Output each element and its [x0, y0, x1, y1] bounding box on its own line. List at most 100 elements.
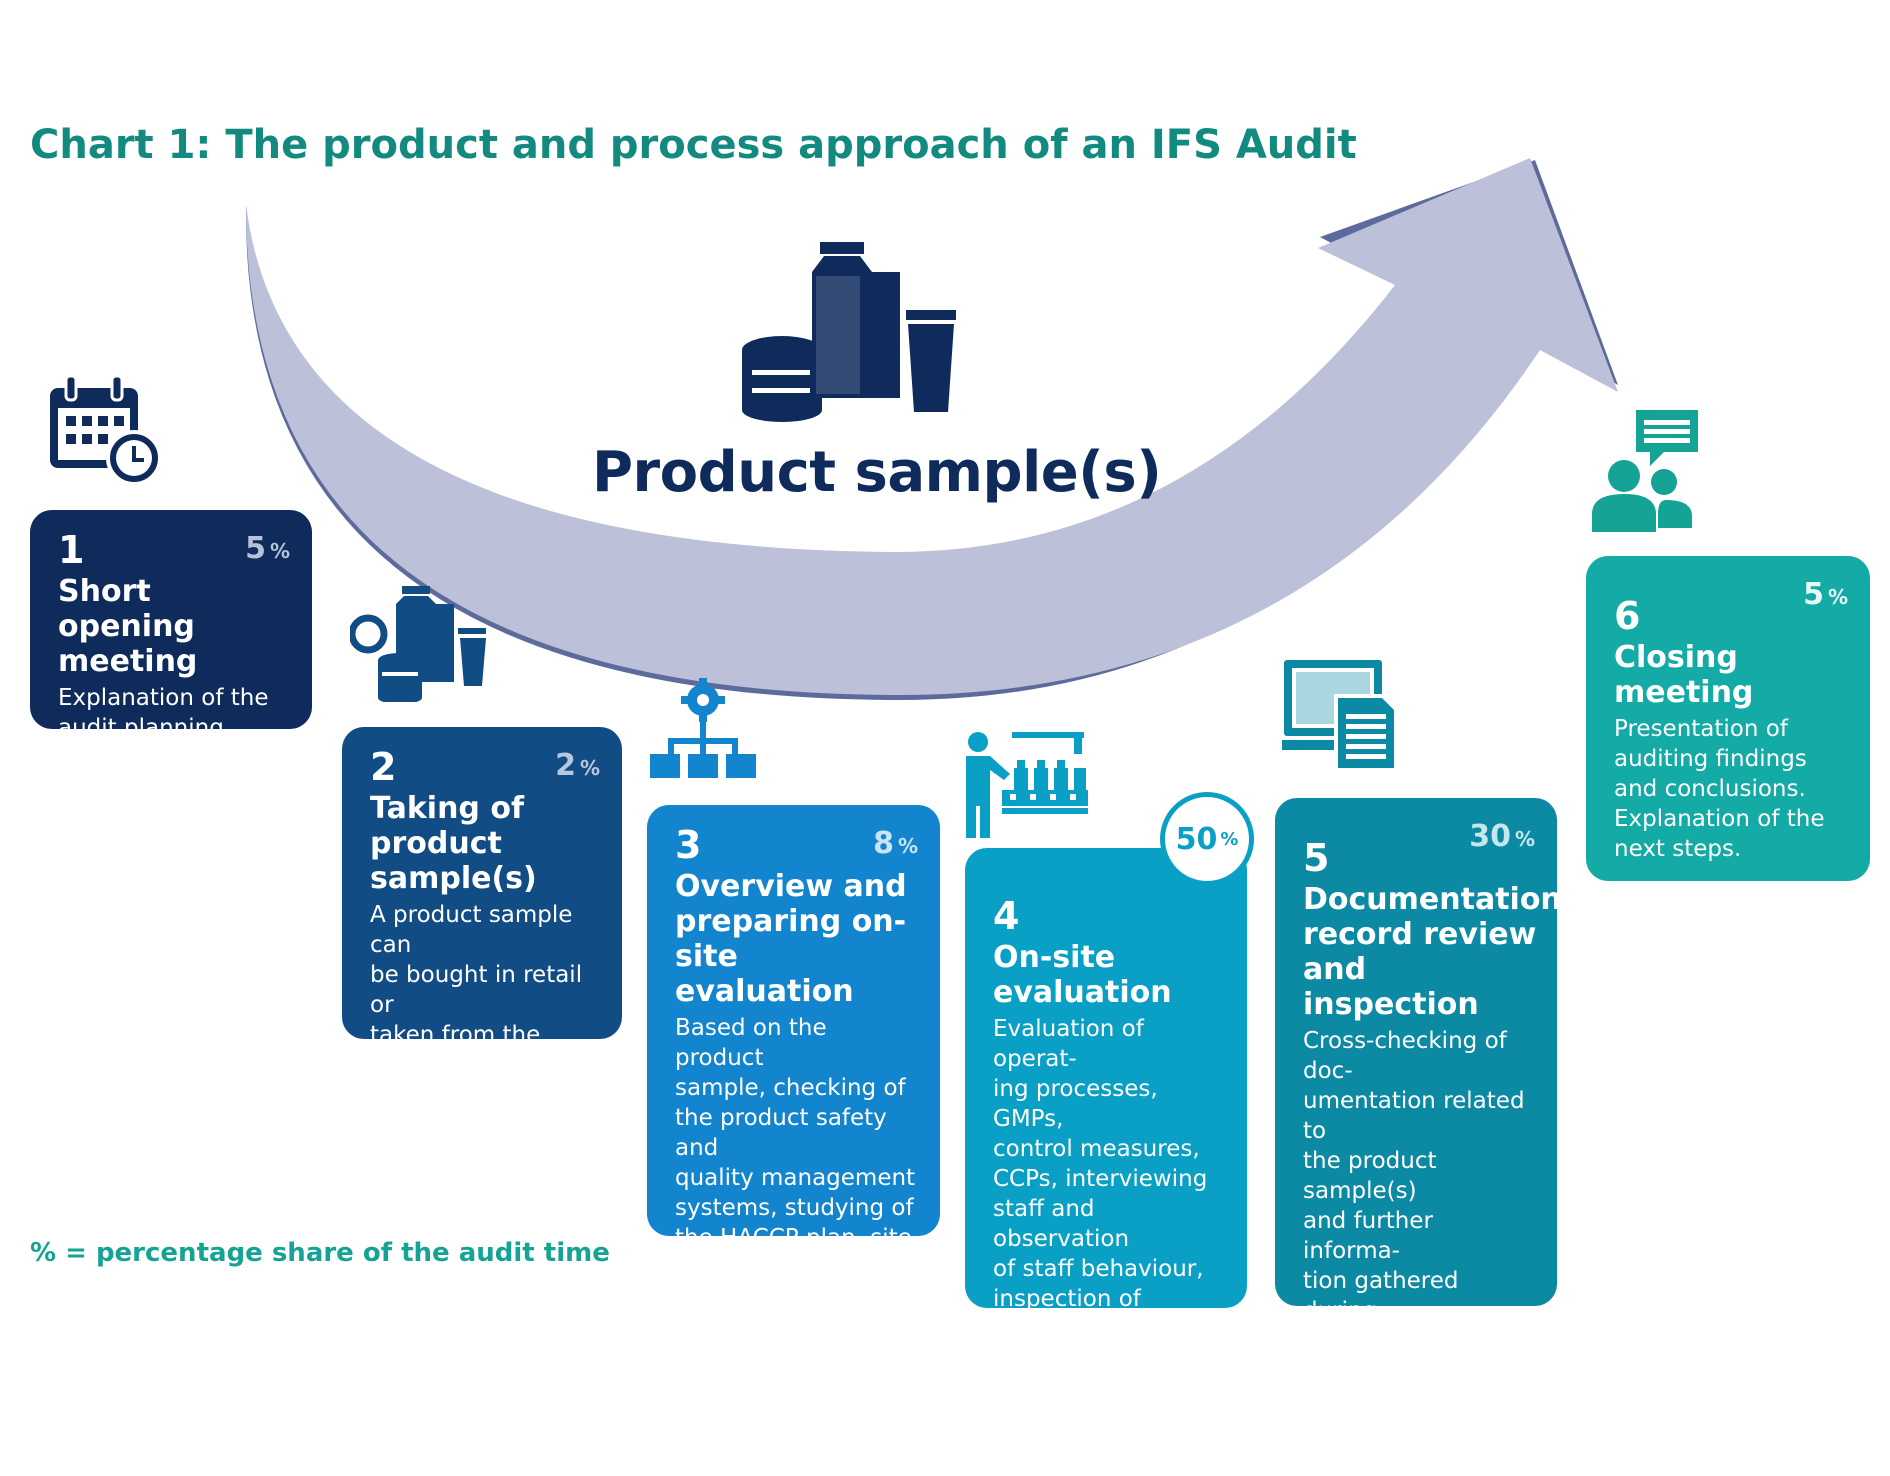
description-line: the product sample(s)	[1303, 1148, 1437, 1204]
description-line: of staff behaviour,	[993, 1256, 1204, 1282]
heading-line: Closing	[1614, 640, 1738, 675]
step-number: 5	[1303, 836, 1330, 880]
description-line: traceability test.	[370, 1142, 559, 1168]
heading-line: Taking of	[370, 791, 525, 826]
step-card-6: 6 5% Closing meeting Presentation of aud…	[1586, 556, 1870, 881]
percent-symbol: %	[1220, 828, 1239, 850]
step-card-3: 3 8% Overview and preparing on-site eval…	[647, 805, 940, 1311]
percent-symbol: %	[269, 539, 290, 563]
description-line: the on-site evaluation	[1303, 1328, 1427, 1384]
description-line: tion gathered during	[1303, 1268, 1459, 1324]
percent-value: 5	[1803, 577, 1824, 612]
chart-title: Chart 1: The product and process approac…	[30, 122, 1357, 168]
step-card-5: 5 30% Documentation, record review and i…	[1275, 798, 1574, 1474]
description-line: A product sample can	[370, 902, 573, 958]
description-line: control measures,	[993, 1136, 1200, 1162]
step-description: Based on the product sample, checking of…	[675, 1013, 920, 1313]
product-samples-large-icon	[742, 242, 956, 422]
description-line: staff and observation	[993, 1196, 1130, 1252]
heading-line: evaluation	[993, 975, 1172, 1010]
description-line: next steps.	[1614, 836, 1742, 862]
product-samples-icon	[350, 586, 486, 702]
description-line: quality management	[675, 1165, 916, 1191]
description-line: and conclusions.	[1614, 776, 1806, 802]
step-heading: Documentation, record review and inspect…	[1303, 882, 1574, 1022]
heading-line: Short opening	[58, 574, 195, 644]
step-description: A product sample can be bought in retail…	[370, 900, 602, 1170]
step-heading: On-site evaluation	[993, 940, 1227, 1010]
step-percent: 8%	[873, 827, 918, 863]
description-line: the HACCP plan, site	[675, 1225, 912, 1251]
step-heading: Short opening meeting	[58, 574, 292, 679]
percent-symbol: %	[1514, 827, 1535, 851]
description-line: and further informa-	[1303, 1208, 1433, 1264]
description-line: audit planning.	[58, 715, 232, 741]
step-percent: 2%	[555, 749, 600, 785]
production-line-icon	[966, 732, 1088, 838]
step-percent: 5%	[1803, 578, 1848, 614]
description-line: sample, checking of	[675, 1075, 906, 1101]
description-line: buildings and equip-	[993, 1376, 1148, 1432]
heading-line: On-site	[993, 940, 1116, 975]
description-line: plan, process flow	[675, 1255, 883, 1281]
description-line: auditing findings	[1614, 746, 1807, 772]
step-description: Presentation of auditing findings and co…	[1614, 714, 1850, 864]
description-line: ing processes, GMPs,	[993, 1076, 1158, 1132]
step-description: Evaluation of operat- ing processes, GMP…	[993, 1014, 1227, 1464]
percent-value: 8	[873, 826, 894, 861]
percent-value: 30	[1469, 819, 1511, 854]
arrow-body	[245, 158, 1618, 695]
description-line: inspection of hygiene,	[993, 1286, 1141, 1342]
step-card-1: 1 5% Short opening meeting Explanation o…	[30, 510, 312, 741]
description-line: staff interviews.	[1303, 1448, 1488, 1474]
percent-symbol: %	[1827, 585, 1848, 609]
description-line: be bought in retail or	[370, 962, 583, 1018]
process-flow-icon	[650, 678, 756, 778]
percent-symbol: %	[897, 834, 918, 858]
percent-symbol: %	[579, 756, 600, 780]
heading-line: Documentation,	[1303, 882, 1574, 917]
step-card-2: 2 2% Taking of product sample(s) A produ…	[342, 727, 622, 1168]
description-line: with relevant docu-	[1303, 1388, 1526, 1414]
heading-line: meeting	[1614, 675, 1754, 710]
step-heading: Closing meeting	[1614, 640, 1850, 710]
description-line: umentation related to	[1303, 1088, 1525, 1144]
step-number: 1	[58, 528, 85, 572]
heading-line: preparing on-site	[675, 904, 907, 974]
step-description: Explanation of the audit planning.	[58, 683, 292, 743]
heading-line: Overview and	[675, 869, 907, 904]
description-line: Evaluation of operat-	[993, 1016, 1144, 1072]
percent-value: 5	[245, 531, 266, 566]
description-line: the product safety and	[675, 1105, 887, 1161]
step-number: 6	[1614, 594, 1641, 638]
percent-value: 50	[1175, 821, 1218, 857]
description-line: taken from the retain	[370, 1022, 541, 1078]
description-line: systems, studying of	[675, 1195, 914, 1221]
computer-document-icon	[1282, 660, 1396, 770]
heading-line: inspection	[1303, 987, 1479, 1022]
description-line: samples. Starting of a	[370, 1082, 602, 1138]
center-label: Product sample(s)	[592, 440, 1162, 505]
description-line: diagrams.	[675, 1285, 790, 1311]
description-line: Based on the product	[675, 1015, 827, 1071]
description-line: infrastructure,	[993, 1346, 1158, 1372]
curved-process-arrow	[245, 158, 1618, 700]
description-line: ment etc.	[993, 1436, 1104, 1462]
step-heading: Taking of product sample(s)	[370, 791, 602, 896]
heading-line: meeting	[58, 644, 198, 679]
description-line: CCPs, interviewing	[993, 1166, 1208, 1192]
step-heading: Overview and preparing on-site evaluatio…	[675, 869, 920, 1009]
step-4-percent-badge: 50%	[1160, 792, 1254, 886]
description-line: Cross-checking of doc-	[1303, 1028, 1507, 1084]
meeting-chat-icon	[1592, 410, 1698, 532]
description-line: Presentation of	[1614, 716, 1788, 742]
heading-line: product sample(s)	[370, 826, 537, 896]
footnote: % = percentage share of the audit time	[30, 1238, 610, 1268]
heading-line: record review	[1303, 917, 1537, 952]
percent-value: 2	[555, 748, 576, 783]
description-line: Explanation of the	[58, 685, 269, 711]
step-number: 2	[370, 745, 397, 789]
step-description: Cross-checking of doc- umentation relate…	[1303, 1026, 1537, 1476]
step-card-4: 4 On-site evaluation Evaluation of opera…	[965, 848, 1247, 1462]
heading-line: evaluation	[675, 974, 854, 1009]
